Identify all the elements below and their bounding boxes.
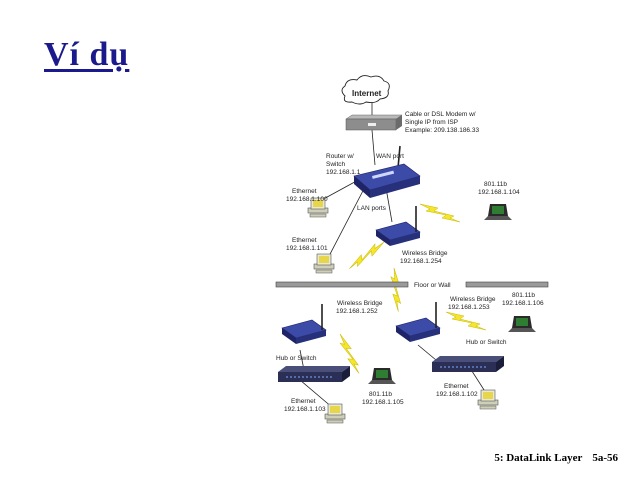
- bridge-254-label-2: 192.168.1.254: [400, 258, 442, 265]
- wl-105-label-2: 192.168.1.105: [362, 399, 404, 406]
- wl-106-label-1: 801.11b: [512, 292, 535, 299]
- eth-103-label-2: 192.168.1.103: [284, 406, 326, 413]
- wl-104-label-2: 192.168.1.104: [478, 189, 520, 196]
- wl-105-label-1: 801.11b: [369, 391, 392, 398]
- wireless-bridge-icon: [375, 205, 421, 247]
- slide-footer: 5: DataLink Layer 5a-56: [494, 452, 618, 464]
- desktop-pc-icon: [313, 253, 335, 274]
- laptop-icon: [508, 316, 536, 332]
- floor-wall: [275, 281, 549, 288]
- eth-102-label-2: 192.168.1.102: [436, 391, 478, 398]
- hub-right-label: Hub or Switch: [466, 339, 507, 346]
- wireless-signal-icon: [419, 203, 461, 223]
- hub-switch-icon: [431, 355, 505, 373]
- router-label-1: Router w/: [326, 153, 354, 160]
- wireless-bridge-icon: [281, 303, 327, 345]
- lan-ports-label: LAN ports: [357, 205, 387, 212]
- eth-102-label-1: Ethernet: [444, 383, 469, 390]
- router-label-3: 192.168.1.1: [326, 169, 361, 176]
- modem-label-3: Example: 209.138.186.33: [405, 127, 479, 134]
- wl-104-label-1: 801.11b: [484, 181, 507, 188]
- bridge-254-label-1: Wireless Bridge: [402, 250, 448, 257]
- hub-switch-icon: [277, 365, 351, 383]
- hub-left-label: Hub or Switch: [276, 355, 317, 362]
- wan-port-label: WAN port: [376, 153, 404, 160]
- wl-106-label-2: 192.168.1.106: [502, 300, 544, 307]
- internet-cloud-icon: Internet: [341, 75, 390, 105]
- floor-wall-label: Floor or Wall: [414, 282, 451, 289]
- wireless-signal-icon: [445, 311, 487, 331]
- eth-101-label-1: Ethernet: [292, 237, 317, 244]
- modem-label-1: Cable or DSL Modem w/: [405, 111, 476, 118]
- desktop-pc-icon: [324, 403, 346, 424]
- router-label-2: Switch: [326, 161, 346, 168]
- laptop-icon: [368, 368, 396, 384]
- bridge-252-label-2: 192.168.1.252: [336, 308, 378, 315]
- slide-title: Ví dụ: [44, 36, 130, 73]
- wireless-signal-icon: [378, 267, 415, 312]
- internet-label: Internet: [352, 89, 382, 98]
- modem-icon: [345, 114, 403, 131]
- footer-chapter: 5: DataLink Layer: [494, 452, 583, 464]
- laptop-icon: [484, 204, 512, 220]
- eth-100-label-1: Ethernet: [292, 188, 317, 195]
- wireless-bridge-icon: [395, 301, 441, 343]
- bridge-252-label-1: Wireless Bridge: [337, 300, 383, 307]
- router-icon: [353, 145, 421, 198]
- eth-100-label-2: 192.168.1.100: [286, 196, 328, 203]
- wireless-signal-icon: [349, 233, 385, 278]
- modem-label-2: Single IP from ISP: [405, 119, 458, 126]
- footer-page-number: 5a-56: [592, 452, 618, 464]
- desktop-pc-icon: [477, 389, 499, 410]
- bridge-253-label-2: 192.168.1.253: [448, 304, 490, 311]
- bridge-253-label-1: Wireless Bridge: [450, 296, 496, 303]
- eth-103-label-1: Ethernet: [291, 398, 316, 405]
- eth-101-label-2: 192.168.1.101: [286, 245, 328, 252]
